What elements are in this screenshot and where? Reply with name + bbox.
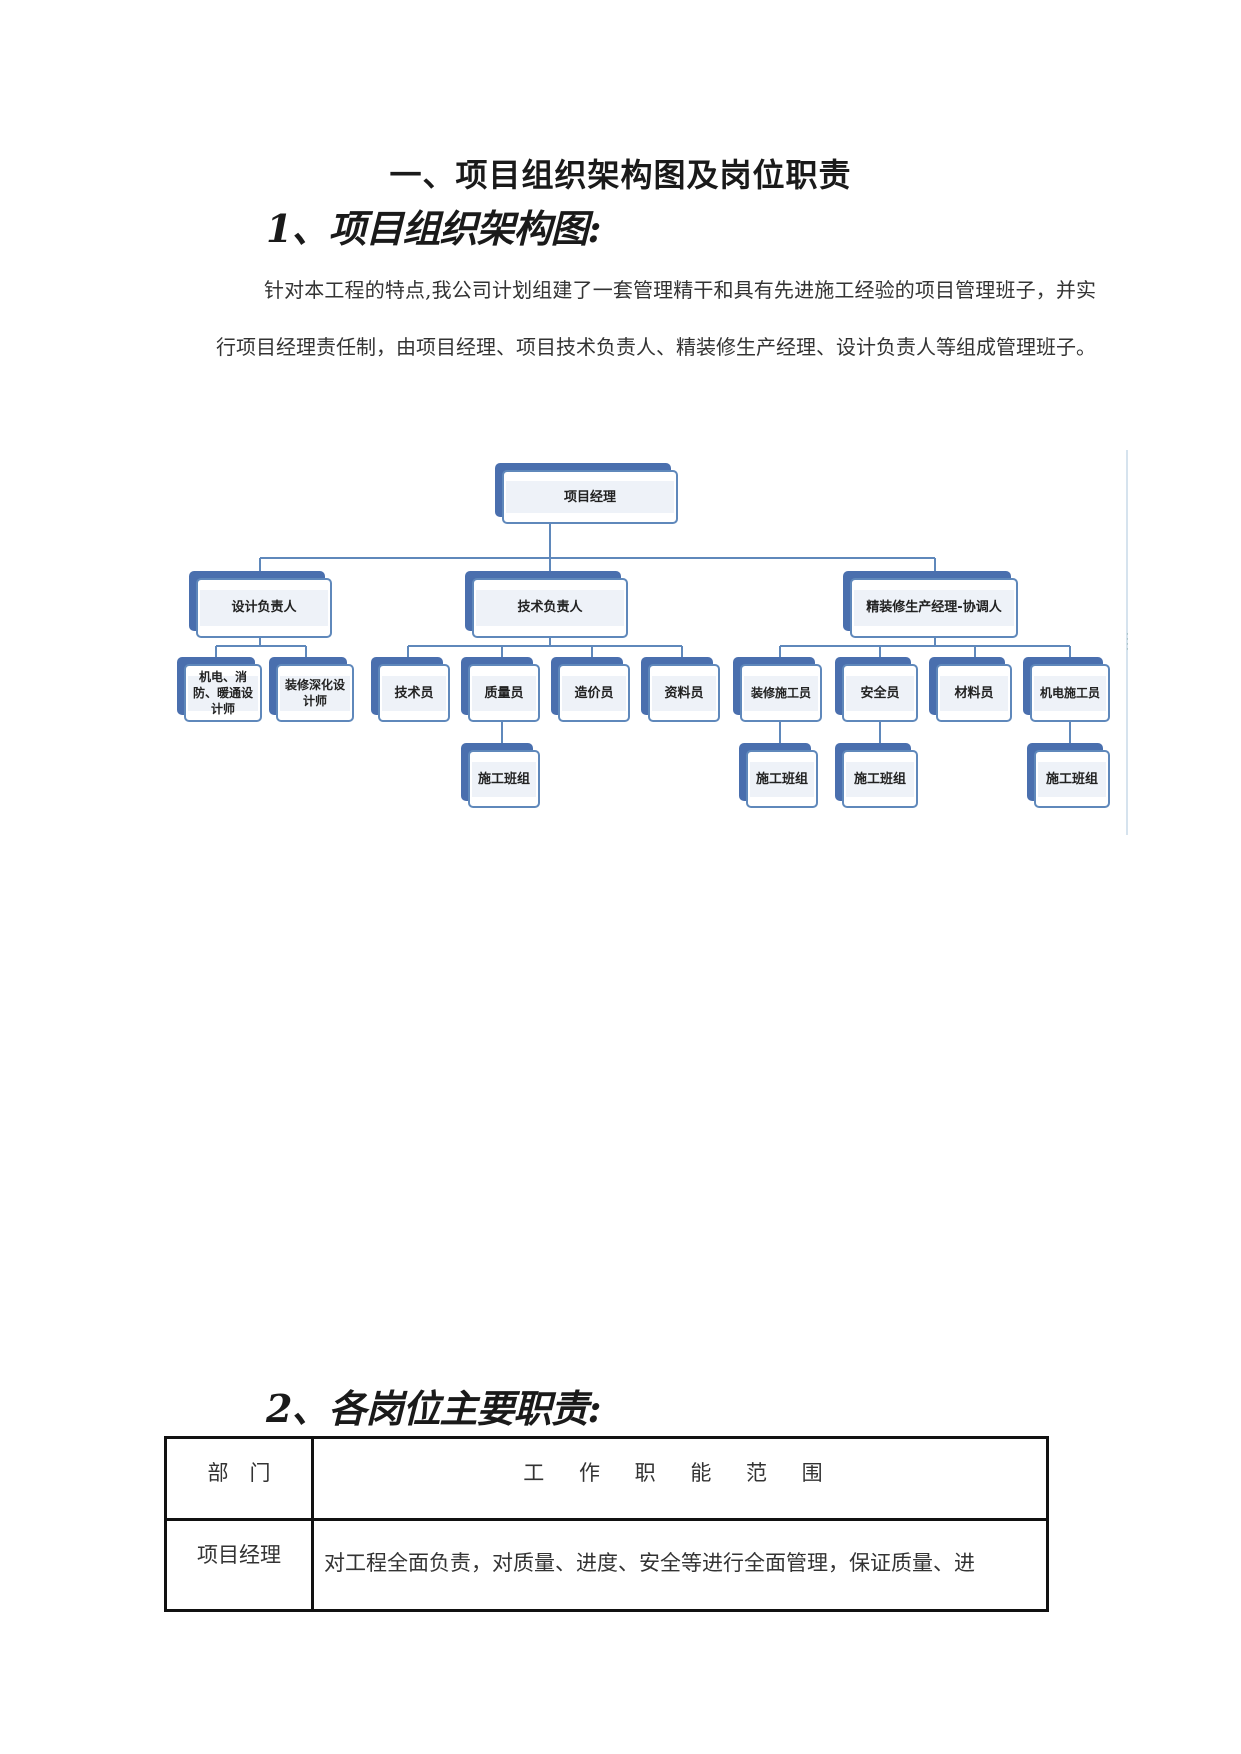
org-node-technician: 技术员: [378, 664, 450, 722]
org-node-decoration-foreman: 装修施工员: [740, 664, 822, 722]
org-node-crew-decoration: 施工班组: [746, 750, 818, 808]
org-node-project-manager: 项目经理: [502, 470, 678, 524]
intro-paragraph: 针对本工程的特点,我公司计划组建了一套管理精干和具有先进施工经验的项目管理班子，…: [216, 278, 1096, 359]
org-node-material-clerk: 材料员: [936, 664, 1012, 722]
section1-heading: 1、项目组织架构图:: [266, 206, 601, 251]
org-node-mep-designer: 机电、消防、暖通设计师: [184, 664, 262, 722]
resize-handle-icon: ····: [1126, 630, 1129, 655]
image-edge-bar: [1126, 450, 1128, 835]
org-node-production-manager: 精装修生产经理-协调人: [850, 578, 1018, 638]
table-row: 项目经理 对工程全面负责，对质量、进度、安全等进行全面管理，保证质量、进: [164, 1518, 1049, 1612]
scope-cell: 对工程全面负责，对质量、进度、安全等进行全面管理，保证质量、进: [311, 1518, 1049, 1612]
org-node-safety-officer: 安全员: [842, 664, 918, 722]
main-title: 一、项目组织架构图及岗位职责: [389, 156, 852, 194]
dept-cell: 项目经理: [164, 1518, 314, 1612]
org-node-crew-safety: 施工班组: [842, 750, 918, 808]
org-node-tech-lead: 技术负责人: [472, 578, 628, 638]
org-node-documentation-clerk: 资料员: [648, 664, 720, 722]
scope-header-cell: 工 作 职 能 范 围: [311, 1436, 1049, 1521]
dept-header-cell: 部 门: [164, 1436, 314, 1521]
org-node-mep-foreman: 机电施工员: [1030, 664, 1110, 722]
duty-table-header: 部 门 工 作 职 能 范 围: [164, 1436, 1049, 1521]
org-chart: 项目经理 设计负责人 技术负责人 精装修生产经理-协调人 机电、消防、暖通设计师…: [180, 448, 1130, 838]
section2-heading: 2、各岗位主要职责:: [266, 1386, 601, 1431]
org-node-cost-estimator: 造价员: [558, 664, 630, 722]
duty-table: 部 门 工 作 职 能 范 围 项目经理 对工程全面负责，对质量、进度、安全等进…: [164, 1436, 1049, 1612]
org-chart-connectors: [215, 524, 1071, 748]
org-node-crew-quality: 施工班组: [468, 750, 540, 808]
org-node-design-lead: 设计负责人: [196, 578, 332, 638]
org-node-quality-inspector: 质量员: [468, 664, 540, 722]
org-node-crew-mep: 施工班组: [1034, 750, 1110, 808]
org-node-detail-designer: 装修深化设计师: [276, 664, 354, 722]
